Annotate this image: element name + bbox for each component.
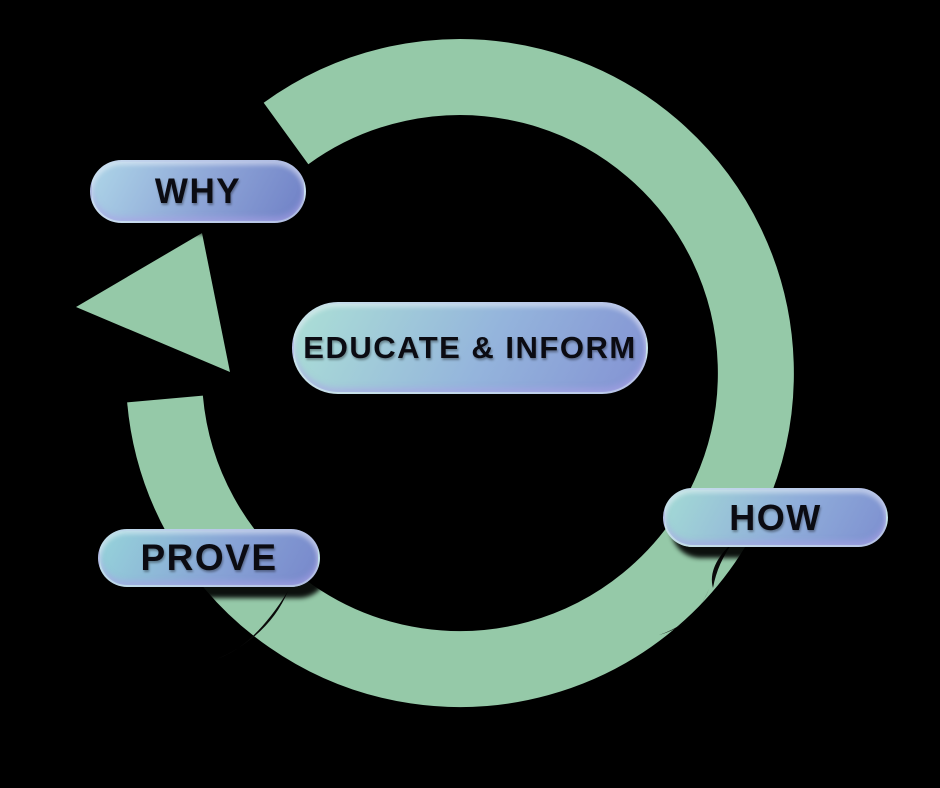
prove-pill: PROVE: [98, 529, 320, 587]
cycle-arrowhead-icon: [76, 233, 230, 372]
swoosh-right-top-icon: [711, 542, 733, 588]
how-label: HOW: [729, 496, 822, 538]
how-pill: HOW: [663, 488, 888, 547]
educate-inform-label: EDUCATE & INFORM: [303, 330, 637, 365]
prove-label: PROVE: [140, 537, 278, 578]
why-pill: WHY: [90, 160, 306, 223]
educate-inform-pill: EDUCATE & INFORM: [292, 302, 648, 394]
why-label: WHY: [154, 171, 242, 211]
